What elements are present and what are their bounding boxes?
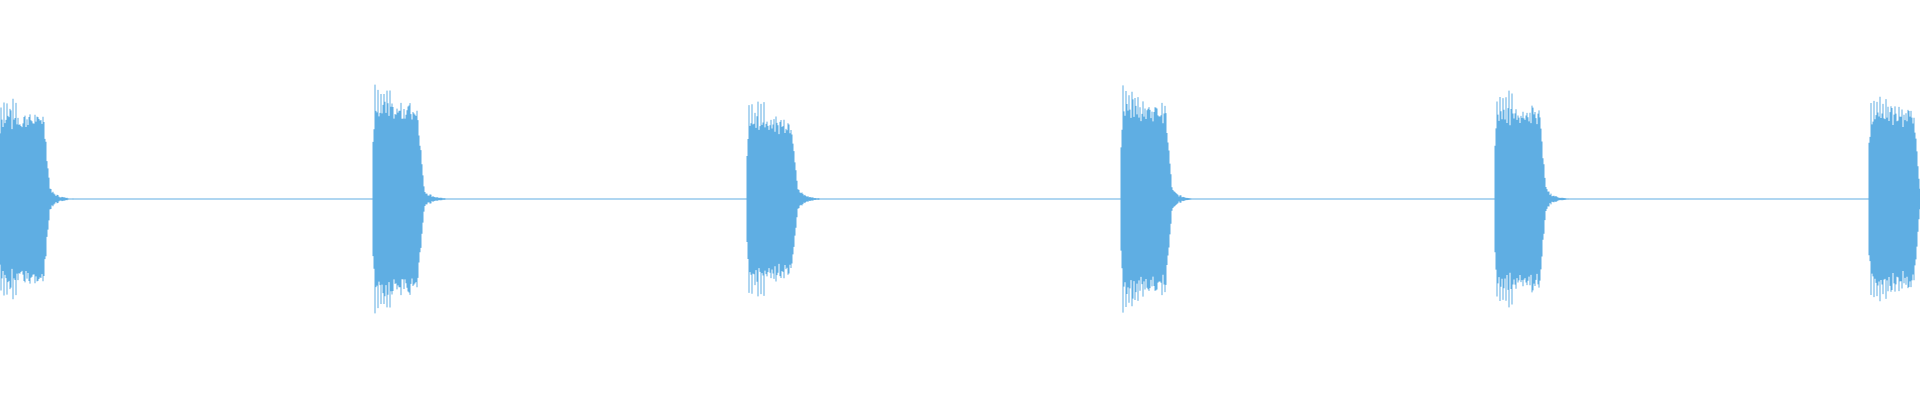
- waveform-burst: [372, 84, 465, 314]
- waveform-burst: [1120, 85, 1213, 313]
- waveform-burst: [0, 98, 91, 300]
- waveform-burst-trace: [1868, 96, 1920, 302]
- waveform-burst-trace: [1120, 85, 1213, 313]
- waveform-burst-trace: [0, 98, 91, 300]
- waveform-burst: [1494, 90, 1587, 308]
- waveform-bursts: [0, 84, 1920, 314]
- waveform-burst: [746, 101, 839, 297]
- waveform-burst: [1868, 96, 1920, 302]
- waveform-burst-trace: [372, 84, 465, 314]
- waveform-burst-trace: [746, 101, 839, 297]
- waveform-burst-trace: [1494, 90, 1587, 308]
